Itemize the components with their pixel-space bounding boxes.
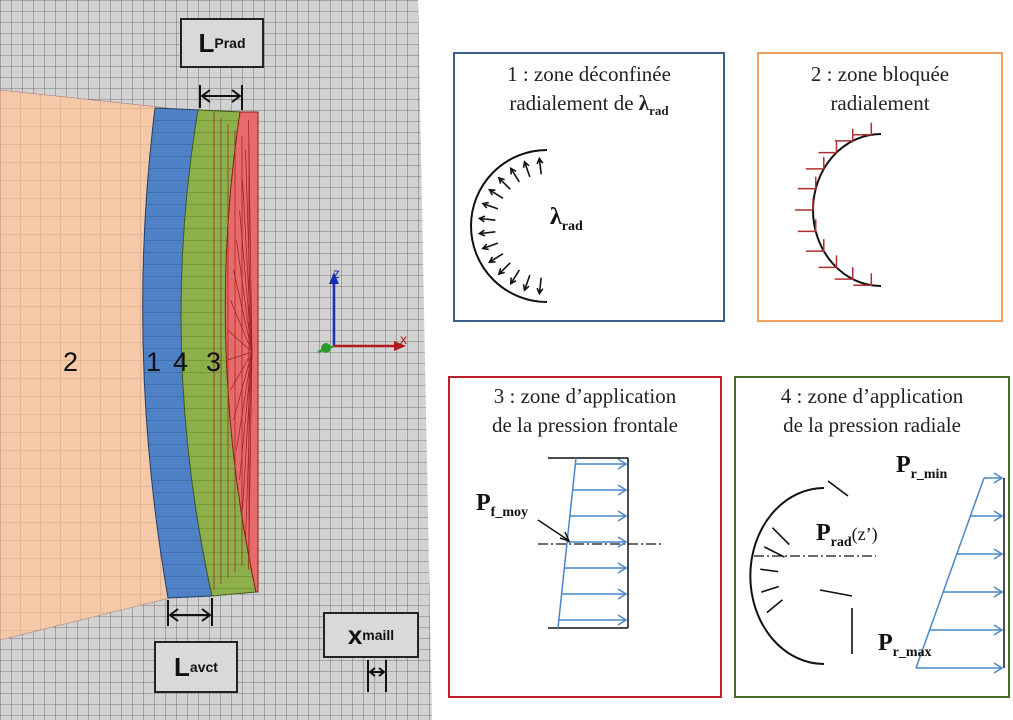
- panel-3-drawing: [537, 457, 662, 629]
- radial-pressure-inner-arrow: [761, 585, 780, 593]
- tunnel-mesh-view: [0, 0, 432, 720]
- panel-1-title-line2: radialement de λrad: [509, 91, 669, 119]
- panel-zone-1: 1 : zone déconfinée radialement de λrad …: [453, 52, 725, 322]
- panel-zone-3: 3 : zone d’application de la pression fr…: [448, 376, 722, 698]
- support-tick: [834, 267, 854, 280]
- deconfinement-arrow: [479, 217, 496, 221]
- zone-4-number: 4: [173, 347, 189, 377]
- deconfinement-arrow: [538, 277, 542, 294]
- deconfinement-arrow: [479, 231, 496, 235]
- deconfinement-arrow: [482, 242, 499, 250]
- radial-pressure-inner-arrow: [766, 599, 783, 614]
- p-rad-label: Prad(z’): [816, 520, 878, 550]
- deconfinement-arrow: [482, 202, 499, 210]
- panel-3-title-line2: de la pression frontale: [491, 413, 679, 437]
- panel-1-drawing: [470, 149, 548, 303]
- p-r-max-label: Pr_max: [878, 630, 932, 660]
- zone-3-number: 3: [206, 347, 222, 377]
- radial-pressure-inner-arrow: [771, 527, 790, 546]
- panel-2-title-line2: radialement: [830, 91, 930, 115]
- deconfinement-arrow: [488, 252, 504, 263]
- panel-zone-2: 2 : zone bloquée radialement: [757, 52, 1003, 322]
- panel-2-title-line1: 2 : zone bloquée: [810, 62, 950, 86]
- support-tick: [797, 176, 817, 190]
- panel-2-drawing: [795, 122, 882, 287]
- radial-pressure-inner-arrow: [760, 568, 779, 573]
- axis-x-label: x: [400, 331, 407, 347]
- deconfinement-arrow: [538, 158, 542, 175]
- support-tick: [805, 156, 825, 170]
- support-tick: [797, 219, 817, 233]
- deconfinement-arrow: [523, 274, 531, 291]
- support-tick: [818, 255, 838, 269]
- deconfinement-arrow: [510, 167, 521, 183]
- support-tick: [805, 239, 825, 252]
- panel-4-title-line1: 4 : zone d’application: [780, 384, 964, 408]
- deconfinement-arrow: [488, 189, 504, 200]
- deconfinement-arrow: [523, 161, 531, 178]
- deconfinement-arrow: [498, 262, 511, 275]
- panel-3-title-line1: 3 : zone d’application: [493, 384, 677, 408]
- panel-zone-4: 4 : zone d’application de la pression ra…: [734, 376, 1010, 698]
- support-tick: [795, 198, 814, 211]
- support-tick: [834, 128, 854, 142]
- lambda-rad-label: λrad: [550, 204, 583, 234]
- panel-1-title-line1: 1 : zone déconfinée: [507, 62, 671, 86]
- axis-triad: [317, 272, 406, 354]
- axis-z-label: z: [333, 265, 340, 281]
- zone-2-number: 2: [63, 347, 79, 377]
- support-tick: [853, 122, 873, 136]
- support-tick: [853, 273, 873, 286]
- radial-pressure-inner-arrow: [763, 546, 785, 558]
- deconfinement-arrow: [498, 177, 511, 190]
- panel-4-drawing: [749, 472, 1005, 674]
- p-f-moy-label: Pf_moy: [476, 490, 528, 520]
- zone-1-number: 1: [146, 347, 162, 377]
- support-tick: [818, 140, 838, 154]
- deconfinement-arrow: [510, 269, 521, 285]
- p-r-min-label: Pr_min: [896, 452, 948, 482]
- panel-4-title-line2: de la pression radiale: [783, 413, 961, 437]
